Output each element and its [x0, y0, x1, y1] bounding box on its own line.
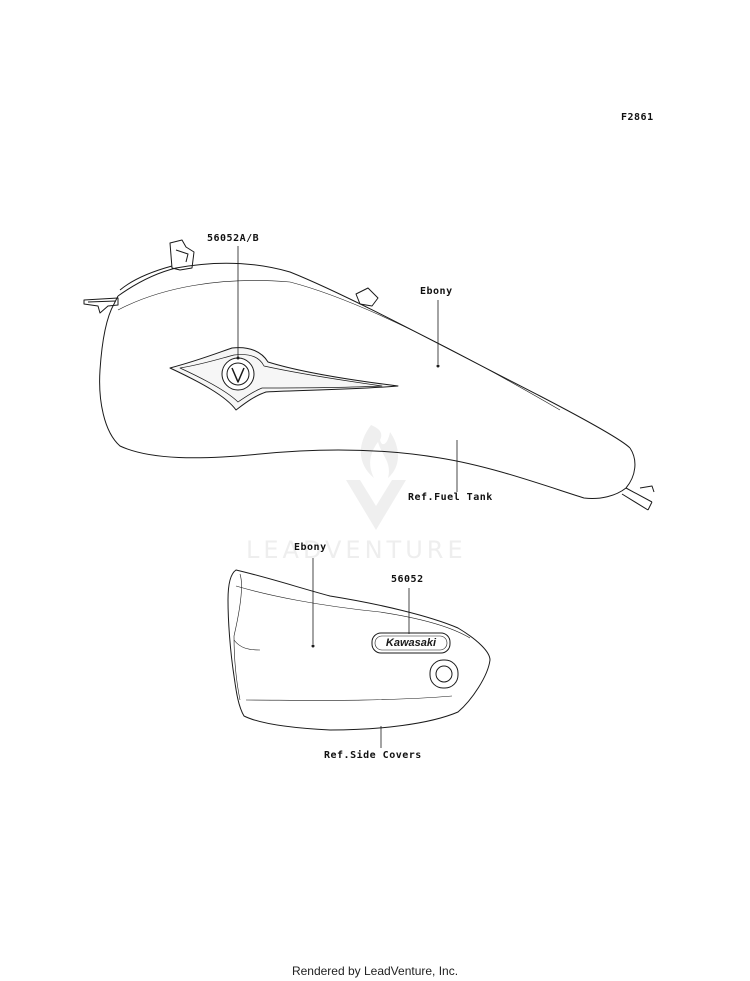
tank-front-bracket [83, 297, 119, 314]
tank-outline-top [117, 262, 631, 449]
label-cover-color: Ebony [294, 542, 327, 553]
label-tank-emblem-part[interactable]: 56052A/B [207, 233, 260, 244]
render-credit-footer: Rendered by LeadVenture, Inc. [291, 964, 459, 978]
side-cover-kawasaki-emblem [371, 632, 451, 654]
tank-badge-letter: V [228, 365, 248, 383]
leader-dot [436, 364, 440, 368]
flame-logo-icon [346, 425, 406, 530]
tank-outline-body [99, 295, 636, 499]
leader-lines-side-cover [312, 558, 410, 748]
tank-rear-vent-tube [621, 487, 653, 511]
tank-top-tab [355, 287, 379, 307]
label-tank-color: Ebony [420, 286, 453, 297]
watermark-text: LEADVENTURE [246, 536, 467, 564]
side-cover-drawing [227, 569, 491, 731]
leader-dot [236, 356, 240, 360]
side-cover-grommet [429, 659, 459, 689]
tank-emblem [169, 347, 399, 411]
leader-dot [311, 644, 315, 648]
kawasaki-emblem-text: Kawasaki [385, 637, 437, 649]
label-tank-ref: Ref.Fuel Tank [408, 492, 493, 503]
figure-code: F2861 [621, 112, 654, 123]
leader-lines-tank [237, 246, 458, 492]
label-cover-ref: Ref.Side Covers [324, 750, 422, 761]
fuel-tank-drawing [83, 239, 655, 511]
side-cover-outline [227, 569, 491, 731]
label-cover-emblem-part[interactable]: 56052 [391, 574, 424, 585]
